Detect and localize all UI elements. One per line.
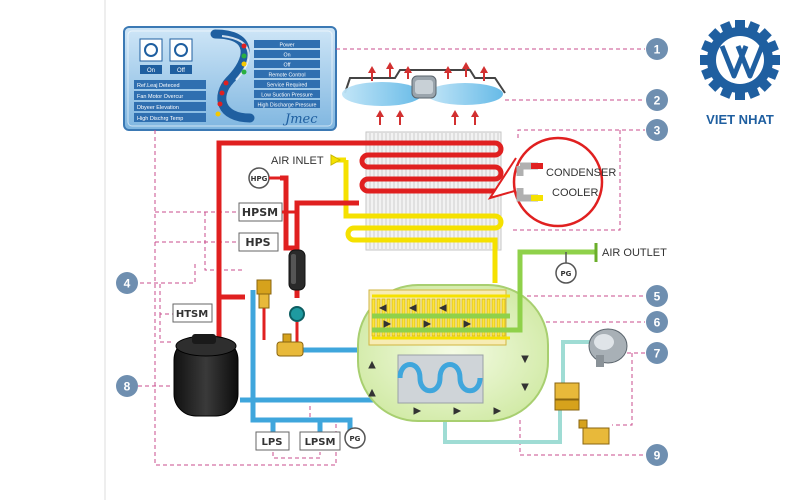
panel-item: Remote Control [268, 73, 305, 79]
lps-switch: LPS [255, 431, 290, 451]
pg-outlet-label: PG [561, 270, 572, 278]
airflow-arrows [368, 62, 488, 125]
callout-number: 5 [654, 290, 661, 304]
flow-arrows [368, 304, 529, 415]
expansion-valve [256, 279, 272, 309]
panel-item: High Discharge Pressure [258, 103, 317, 109]
callout-4: 4 [116, 272, 138, 294]
air-outlet-line [372, 249, 596, 333]
panel-item: Fan Motor Overcur [137, 94, 183, 100]
panel-item: Power [279, 43, 294, 49]
callout-2: 2 [646, 89, 668, 111]
hpg-label: HPG [251, 175, 268, 183]
hpg-gauge: HPG [248, 167, 280, 189]
compressor [173, 334, 239, 417]
callout-number: 3 [654, 124, 661, 138]
hps-switch: HPS [238, 232, 279, 252]
callout-7: 7 [646, 342, 668, 364]
logo-text: VIET NHAT [706, 112, 774, 127]
panel-item: Service Required [267, 83, 308, 89]
drain-valve [554, 382, 610, 445]
off-button[interactable]: Off [169, 38, 193, 74]
sight-glass [289, 306, 305, 322]
auto-drain [588, 328, 628, 367]
callout-number: 4 [124, 277, 131, 291]
legend-bubble: CONDENSER COOLER [487, 136, 616, 228]
panel-item: High Dischrg Temp [137, 116, 183, 122]
callout-6: 6 [646, 311, 668, 333]
air-inlet-label: AIR INLET [271, 155, 324, 167]
pg-low-label: PG [350, 435, 361, 443]
panel-item: Low Suction Pressure [261, 93, 313, 99]
panel-item: Off [284, 63, 291, 69]
condenser-coil [359, 140, 504, 194]
air-outlet-label: AIR OUTLET [602, 247, 667, 259]
lpsm-switch: LPSM [299, 431, 341, 451]
low-pressure-gauge: PG [344, 427, 366, 449]
lpsm-label: LPSM [305, 437, 336, 448]
condenser-fan [342, 62, 506, 125]
callout-9: 9 [646, 444, 668, 466]
cooler-coil [343, 160, 504, 283]
callout-5: 5 [646, 285, 668, 307]
callout-number: 1 [654, 43, 661, 57]
panel-item: Dbyeer Elevation [137, 105, 179, 111]
htsm-switch: HTSM [172, 303, 213, 323]
evaporator-coil [397, 362, 483, 394]
callout-number: 7 [654, 347, 661, 361]
callout-1: 1 [646, 38, 668, 60]
hpsm-label: HPSM [242, 206, 278, 219]
hot-gas-bypass-valve [276, 333, 304, 357]
panel-item: On [283, 53, 290, 59]
indicator-leds [215, 43, 247, 117]
on-label: On [147, 68, 155, 74]
callout-leaders [138, 48, 645, 466]
filter-drier [288, 249, 306, 291]
hpsm-switch: HPSM [238, 202, 297, 222]
callout-8: 8 [116, 375, 138, 397]
off-label: Off [177, 68, 185, 74]
callout-3: 3 [646, 119, 668, 141]
hps-label: HPS [245, 236, 270, 249]
outlet-pressure-gauge: PG [555, 262, 577, 284]
control-panel: On Off Ref.Leaj Deteced Fan Motor Overcu… [123, 26, 337, 131]
panel-right-list: Power On Off Remote Control Service Requ… [254, 40, 320, 109]
viet-nhat-logo: VIET NHAT [700, 20, 780, 127]
callout-number: 9 [654, 449, 661, 463]
lps-label: LPS [262, 437, 283, 448]
callout-markers: 1 2 3 4 5 6 7 8 9 [116, 38, 668, 466]
condenser-label: CONDENSER [546, 167, 616, 179]
callout-number: 6 [654, 316, 661, 330]
panel-left-list: Ref.Leaj Deteced Fan Motor Overcur Dbyee… [134, 80, 206, 122]
panel-brand: Jmec [282, 112, 318, 127]
on-button[interactable]: On [139, 38, 163, 74]
panel-item: Ref.Leaj Deteced [137, 83, 180, 89]
callout-number: 8 [124, 380, 131, 394]
htsm-label: HTSM [176, 309, 208, 320]
callout-number: 2 [654, 94, 661, 108]
cooler-label: COOLER [552, 187, 599, 199]
